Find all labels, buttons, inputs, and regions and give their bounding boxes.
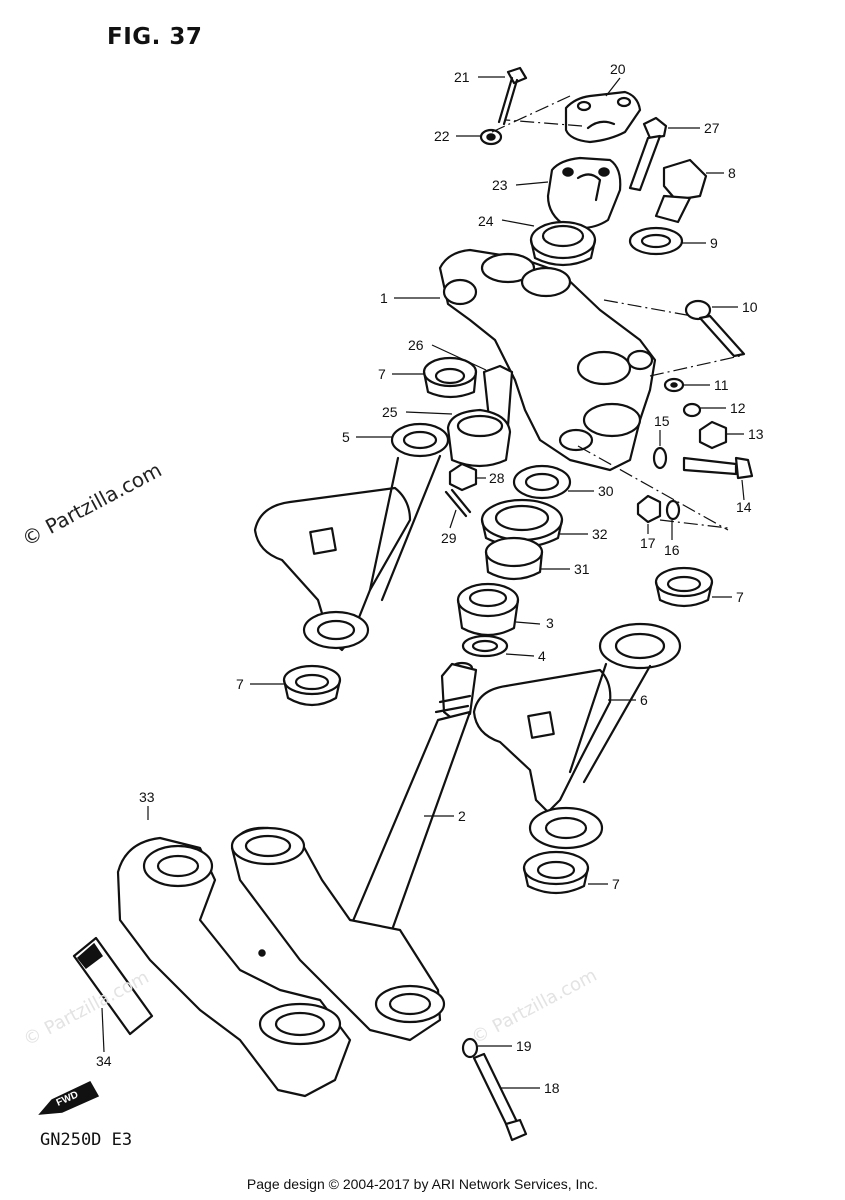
callout-32: 32 (592, 526, 608, 542)
callout-30: 30 (598, 483, 614, 499)
callout-10: 10 (742, 299, 758, 315)
assembly-lines (491, 95, 741, 531)
callout-2: 2 (458, 808, 466, 824)
callout-7d: 7 (612, 876, 620, 892)
callout-15: 15 (654, 413, 670, 429)
part-12-lock-washer (682, 402, 702, 418)
part-2-steering-stem (230, 661, 478, 1042)
callout-22: 22 (434, 128, 450, 144)
part-16-washer (665, 499, 681, 521)
part-23-handlebar-holder (546, 156, 622, 230)
part-21-bolt (497, 66, 528, 126)
callout-7c: 7 (236, 676, 244, 692)
callout-3: 3 (546, 615, 554, 631)
callout-9: 9 (710, 235, 718, 251)
callout-28: 28 (489, 470, 505, 486)
part-8-bolt (654, 158, 708, 224)
part-7-grommet-left (282, 664, 342, 707)
callout-27: 27 (704, 120, 720, 136)
callout-23: 23 (492, 177, 508, 193)
callout-12: 12 (730, 400, 746, 416)
part-25-stem-nut (446, 408, 512, 468)
part-24-damper (529, 220, 597, 267)
part-19-washer (461, 1037, 479, 1059)
leader-lines (101, 76, 745, 1089)
callout-34: 34 (96, 1053, 112, 1069)
callout-29: 29 (441, 530, 457, 546)
part-29-cotter-pin (444, 488, 472, 518)
callout-31: 31 (574, 561, 590, 577)
callout-33: 33 (139, 789, 155, 805)
callout-26: 26 (408, 337, 424, 353)
fwd-arrow-icon: FWD (38, 1081, 100, 1115)
part-18-bolt (472, 1052, 528, 1142)
callout-16: 16 (664, 542, 680, 558)
callout-8: 8 (728, 165, 736, 181)
part-30-bearing (512, 464, 572, 500)
part-14-bolt (682, 456, 754, 480)
part-32-seal (480, 498, 564, 548)
callout-5: 5 (342, 429, 350, 445)
part-10-bolt (684, 299, 746, 358)
part-27-bolt (628, 116, 668, 192)
callout-17: 17 (640, 535, 656, 551)
callout-11: 11 (714, 377, 729, 393)
callout-4: 4 (538, 648, 546, 664)
callout-25: 25 (382, 404, 398, 420)
part-6-headlight-bracket-right (472, 622, 682, 850)
model-code: GN250D E3 (40, 1130, 133, 1150)
callout-7b: 7 (736, 589, 744, 605)
callout-14: 14 (736, 499, 752, 515)
callout-6: 6 (640, 692, 648, 708)
callout-labels: 21 20 27 22 23 8 24 9 1 10 26 7 11 12 25… (96, 61, 764, 1096)
part-15-washer (652, 446, 668, 470)
part-7-grommet-right (654, 566, 714, 608)
part-9-washer (628, 226, 684, 256)
part-22-washer (479, 128, 503, 146)
callout-19: 19 (516, 1038, 532, 1054)
part-34-label (72, 936, 154, 1036)
part-4-seal (461, 634, 509, 658)
part-1-upper-bracket (438, 248, 657, 472)
part-20-handlebar-clamp (564, 90, 642, 144)
callout-1: 1 (380, 290, 388, 306)
part-7-grommet-upper (422, 356, 478, 399)
callout-20: 20 (610, 61, 626, 77)
part-33-under-bracket (116, 836, 352, 1098)
callout-18: 18 (544, 1080, 560, 1096)
part-3-bearing (456, 582, 520, 637)
part-31-bearing (484, 536, 544, 581)
part-17-nut (636, 494, 662, 524)
part-13-cap-nut (698, 420, 728, 450)
part-28-nut (448, 462, 478, 492)
figure-title: FIG. 37 (107, 24, 203, 50)
callout-24: 24 (478, 213, 494, 229)
callout-21: 21 (454, 69, 470, 85)
callout-13: 13 (748, 426, 764, 442)
callout-7a: 7 (378, 366, 386, 382)
part-5-headlight-bracket-left (253, 422, 450, 652)
part-11-washer (663, 377, 685, 393)
page-footer: Page design © 2004-2017 by ARI Network S… (246, 1176, 599, 1192)
part-7-grommet-lower (522, 850, 590, 895)
